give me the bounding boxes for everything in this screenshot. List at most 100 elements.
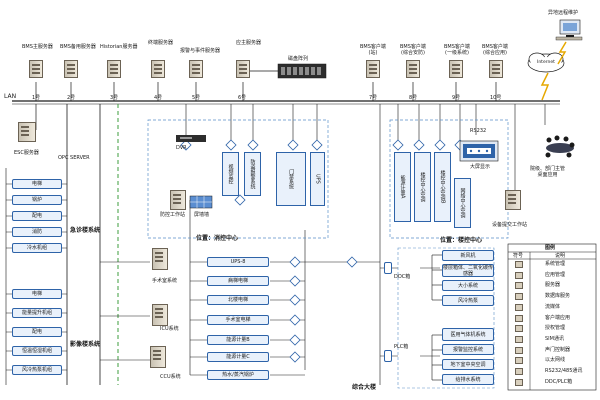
big-screen-icon [459, 140, 499, 162]
legend-row-text: 流媒体 [545, 303, 561, 310]
big-screen-label: 大屏显示 [470, 164, 491, 170]
client-num-7: 7号 [369, 95, 378, 101]
dvr-label: DVR [176, 145, 187, 151]
doc-label: DOC箱 [394, 274, 411, 280]
legend-row-text: 应用管理 [545, 271, 566, 278]
client-label-10: BMS客户端 (综合应用) [482, 44, 508, 56]
mech-label-1: 手术室系统 [152, 278, 178, 284]
server-icon [18, 122, 36, 142]
group1-item-1: 电梯 [12, 179, 62, 189]
group1-item-2: 锅炉 [12, 195, 62, 205]
server-num-4: 4号 [154, 95, 163, 101]
group1-item-5: 冷水机组 [12, 243, 62, 253]
server-icon [236, 60, 250, 78]
sub-item-6: 能源计量C [207, 352, 269, 362]
remote-label: 异地远程维护 [548, 10, 579, 16]
legend-row-text: 系统管理 [545, 261, 566, 267]
plc-item-4: 给排水系统 [442, 374, 494, 385]
sub-item-5: 能源计量B [207, 335, 269, 345]
server-label-2: BMS备用服务器 [60, 44, 96, 50]
dvr-icon [176, 135, 206, 142]
video-wall-icon [189, 195, 213, 209]
server-num-5: 5号 [192, 95, 201, 101]
video-wall-label: 屏墙墙 [194, 212, 210, 218]
server-num-6: 6号 [238, 95, 247, 101]
plc-label: PLC箱 [394, 344, 409, 350]
legend-title: 图例 [545, 245, 556, 251]
server-label-6: 应主服务器 [236, 40, 262, 46]
server-num-2: 2号 [67, 95, 76, 101]
center-location-label: 位置：消控中心 [196, 235, 239, 242]
lock-icon [515, 325, 523, 333]
server-num-1: 1号 [32, 95, 41, 101]
leader-desk-label: 院级、部门主管 桌面应用 [530, 166, 566, 178]
plc-item-2: 报警监控系统 [442, 344, 494, 355]
plc-item-1: 医用气体机系统 [442, 328, 494, 341]
doc-item-4: 风冷热泵 [442, 295, 494, 306]
sys-box-alarm: 防盗报警系统 [244, 152, 261, 196]
plc-box-icon [384, 350, 392, 362]
server-icon [406, 60, 420, 78]
legend-row-text: 客户端应用 [545, 314, 571, 321]
right-location-label: 位置：楼控中心 [440, 237, 483, 244]
sub-item-2: 病梯电梯 [207, 276, 269, 286]
group2-item-3: 配电 [12, 327, 62, 337]
client-num-9: 9号 [452, 95, 461, 101]
client-label-9: BMS客户端 (一级系统) [444, 44, 470, 56]
group1-title: 急诊楼系统 [70, 227, 101, 234]
group2-item-5: 风冷热泵机组 [12, 365, 62, 375]
meeting-desk-icon [545, 135, 575, 158]
legend-row-text: DDC/PLC箱 [545, 378, 573, 385]
group1-item-4: 消防 [12, 227, 62, 237]
sub-item-3: 北楼电梯 [207, 295, 269, 305]
group1-item-3: 配电 [12, 211, 62, 221]
sys-box-video: 视频监控 [222, 152, 239, 196]
server-icon [489, 60, 503, 78]
legend-row-text: 以太网线 [545, 357, 566, 364]
right-sys-box-2: 楼控中心空调 [414, 152, 431, 222]
video-workstation-label: 防控工作站 [160, 212, 186, 218]
server-label-3: Historian服务器 [100, 44, 138, 50]
box-icon [515, 378, 523, 386]
doc-item-2: 楼层箱体、二氧化碳传感器 [442, 264, 494, 277]
legend-row-text: 授权管理 [545, 325, 566, 332]
server-icon [150, 346, 166, 368]
opc-label: OPC SERVER [58, 155, 90, 161]
doc-item-1: 新风机 [442, 250, 494, 261]
mech-label-2: ICU系统 [160, 326, 179, 332]
workstation-label: 设备提交工作站 [492, 222, 528, 228]
sub-item-4: 手术室电梯 [207, 315, 269, 325]
server-icon [515, 271, 523, 279]
legend-row-text: SIM通讯 [545, 335, 564, 342]
sub-item-1: UPS-8 [207, 257, 269, 267]
legend-row-text: 服务器 [545, 282, 561, 289]
server-icon [449, 60, 463, 78]
right-sys-box-4: 网络中心空调 [454, 178, 471, 228]
ethernet-icon [515, 357, 523, 365]
line-icon [515, 368, 523, 375]
storage-array-icon [277, 63, 327, 79]
sub-item-7: 热水/蒸汽锅炉 [207, 370, 269, 380]
server-icon [515, 282, 523, 290]
legend-row-text: 数据库服务 [545, 293, 571, 300]
legend-row-text: 声门控制器 [545, 346, 571, 353]
client-num-10: 10号 [490, 95, 502, 101]
monitor-icon [515, 314, 523, 322]
server-icon [152, 304, 168, 326]
server-icon [505, 190, 521, 210]
client-label-8: BMS客户端 (综合安防) [400, 44, 426, 56]
server-icon [366, 60, 380, 78]
esc-label: ESC服务器 [14, 150, 39, 156]
router-icon [515, 303, 523, 311]
server-icon [107, 60, 121, 78]
group2-title: 影像楼系统 [70, 341, 101, 348]
group2-item-1: 电梯 [12, 289, 62, 299]
sys-box-access: 门禁系统 [276, 152, 306, 206]
plc-item-3: 地下室中央空调 [442, 359, 494, 370]
server-label-4: 终端服务器 [148, 40, 174, 46]
right-sys-box-3: 楼控中心空调B [434, 152, 451, 222]
rs232-label: RS232 [470, 128, 487, 134]
client-num-8: 8号 [409, 95, 418, 101]
building-label: 综合大楼 [352, 384, 377, 391]
